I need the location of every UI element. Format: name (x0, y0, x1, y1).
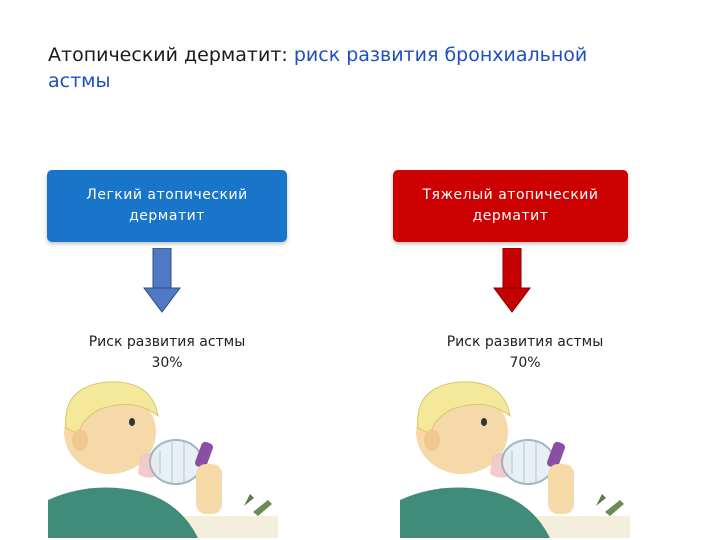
severe-risk-label: Риск развития астмы 70% (446, 334, 604, 371)
title-main: Атопический дерматит (48, 44, 282, 66)
page-title: Атопический дерматит: риск развития брон… (48, 42, 648, 94)
mild-risk-label: Риск развития астмы 30% (88, 334, 246, 371)
mild-down-arrow-icon (143, 248, 181, 313)
title-accent: риск развития бронхиальной астмы (48, 44, 588, 92)
mild-dermatitis-box: Легкий атопический дерматит (47, 170, 287, 242)
severe-down-arrow-icon (493, 248, 531, 313)
severe-dermatitis-box: Тяжелый атопический дерматит (393, 170, 628, 242)
child-with-inhaler-icon (400, 381, 630, 538)
title-colon: : (281, 44, 288, 66)
child-with-inhaler-icon (48, 381, 278, 538)
